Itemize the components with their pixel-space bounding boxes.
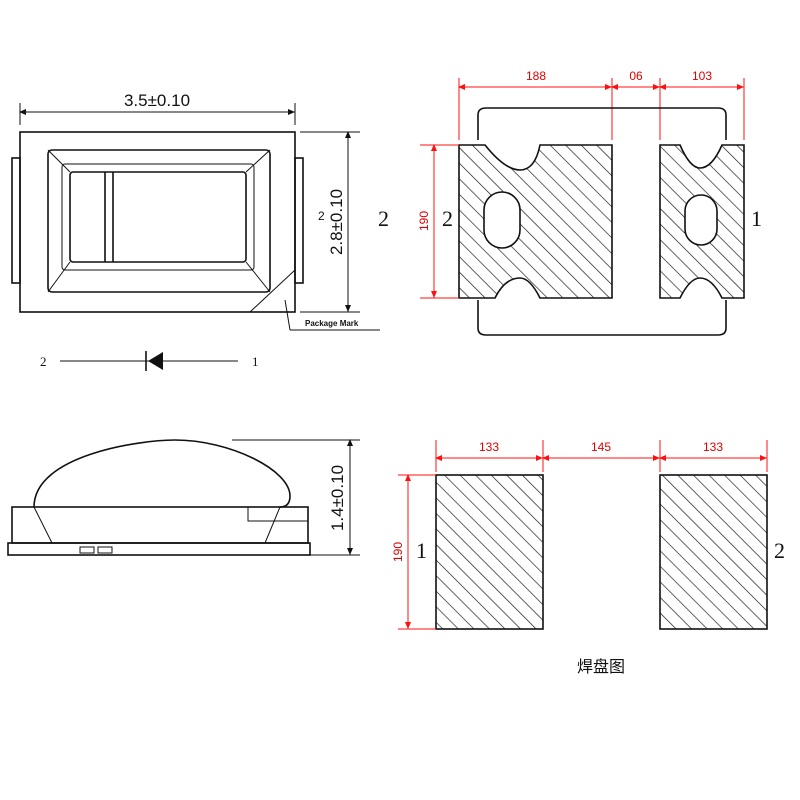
bevel-tr xyxy=(245,149,271,173)
fp-outline-bottom xyxy=(477,300,727,336)
solder-pad-layout: 133 145 133 190 1 2 焊盘图 xyxy=(391,440,785,676)
package-mark-leader xyxy=(284,299,291,331)
package-mark-label: Package Mark xyxy=(305,319,359,328)
package-mark-chamfer xyxy=(249,269,296,313)
side-foot-a xyxy=(79,546,95,554)
lens-dome xyxy=(33,439,291,508)
fp-label-right: 1 xyxy=(751,206,762,231)
bevel-bl xyxy=(47,261,71,293)
fp-dim-label-1: 188 xyxy=(526,69,546,83)
cavity-mid xyxy=(61,163,255,271)
height-dimension-label: 2.8±0.10 xyxy=(327,189,346,255)
sp-dim-label-3: 133 xyxy=(703,440,723,454)
side-height-dimension-label: 1.4±0.10 xyxy=(328,465,347,531)
fp-vdim-label: 190 xyxy=(417,211,431,231)
fp-dim-label-2: 06 xyxy=(629,69,643,83)
cavity-outer xyxy=(47,149,271,293)
sp-dim-label-1: 133 xyxy=(479,440,499,454)
side-foot-b xyxy=(97,546,113,554)
diode-pin-right: 1 xyxy=(252,354,259,369)
diode-triangle xyxy=(148,352,163,370)
fp-pad-left-hole xyxy=(483,191,521,249)
side-body xyxy=(11,506,309,544)
dome-wall-left xyxy=(33,506,53,544)
footprint-with-outline: 188 06 103 190 2 2 1 xyxy=(378,69,762,336)
dome-wall-right xyxy=(264,506,281,544)
terminal-left xyxy=(11,157,21,284)
fp-label-outer-left: 2 xyxy=(378,206,389,231)
bevel-tl xyxy=(47,149,71,173)
fp-label-inner-left: 2 xyxy=(442,206,453,231)
sp-label-left: 1 xyxy=(416,538,427,563)
top-view: 3.5±0.10 Package Mark 2.8±0.10 2 xyxy=(11,91,380,331)
side-view: 1.4±0.10 xyxy=(7,439,360,556)
fp-outline-top xyxy=(477,107,727,140)
sp-pad-right xyxy=(659,474,768,630)
fp-pad-right-hole xyxy=(684,194,718,246)
side-base xyxy=(7,542,311,556)
fp-pad-left xyxy=(458,144,613,299)
diode-pin-left: 2 xyxy=(40,354,47,369)
bevel-br xyxy=(245,261,271,293)
width-dimension-label: 3.5±0.10 xyxy=(124,91,190,110)
pin-number-label: 2 xyxy=(318,209,325,223)
sp-dim-label-2: 145 xyxy=(591,440,611,454)
terminal-right xyxy=(294,157,304,284)
diode-symbol: 2 1 xyxy=(40,351,259,371)
side-notch xyxy=(247,506,309,522)
sp-caption: 焊盘图 xyxy=(577,657,625,676)
fp-dim-label-3: 103 xyxy=(692,69,712,83)
sp-vdim-label: 190 xyxy=(391,542,405,562)
sp-pad-left xyxy=(435,474,544,630)
sp-label-right: 2 xyxy=(774,538,785,563)
cavity-inner xyxy=(69,171,247,263)
